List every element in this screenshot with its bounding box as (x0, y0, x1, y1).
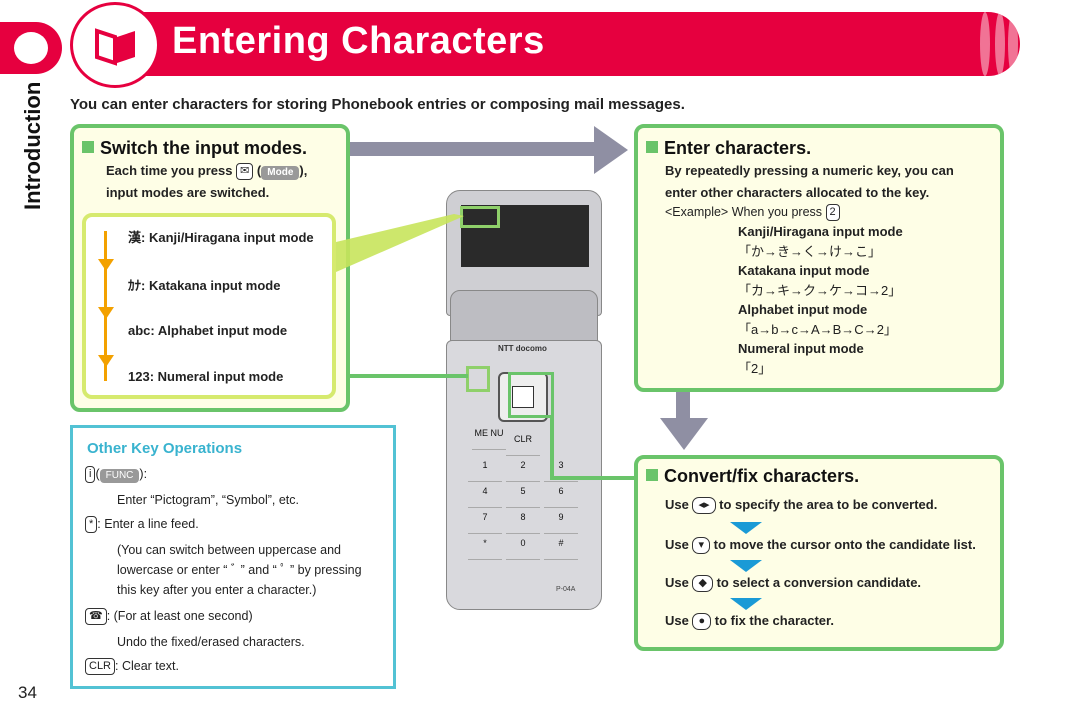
clr-line: CLR: Clear text. (85, 656, 179, 676)
convert-step: Use ▾ to move the cursor onto the candid… (665, 537, 976, 554)
step-arrow-icon (730, 522, 762, 534)
example-line: <Example> When you press 2 (665, 204, 840, 221)
page-title: Entering Characters (172, 20, 545, 62)
mail-key-icon: ✉ (236, 163, 254, 180)
mode-arrow-icon (98, 259, 114, 271)
enter-panel-desc: By repeatedly pressing a numeric key, yo… (665, 163, 954, 200)
open-book-icon (95, 28, 135, 66)
convert-step: Use ● to fix the character. (665, 613, 834, 630)
header-bar (100, 12, 1020, 76)
func-softkey: FUNC (99, 469, 140, 483)
convert-step: Use ◆ to select a conversion candidate. (665, 575, 922, 592)
phone-illustration: NTT docomo ME NU CLR 1 2 3 4 5 6 7 8 9 *… (446, 190, 602, 610)
key-star: * (468, 538, 502, 560)
step-arrow-icon (730, 560, 762, 572)
key-9: 9 (544, 512, 578, 534)
call-key-icon: ☎ (85, 608, 107, 625)
connector-line (550, 476, 636, 480)
dpad-leftright-icon: ◂▸ (692, 497, 716, 514)
other-ops-title: Other Key Operations (87, 440, 243, 457)
star-note: this key after you enter a character.) (117, 583, 317, 597)
page-number: 34 (18, 683, 37, 702)
switch-panel-title: Switch the input modes. (82, 138, 307, 159)
i-appli-key-icon: i (85, 466, 96, 483)
center-key (512, 386, 534, 408)
example-list: Kanji/Hiragana input mode 「か→き→く→け→こ」 Ka… (738, 224, 903, 376)
key-6: 6 (544, 486, 578, 508)
star-note: lowercase or enter “ ﾞ ” and “ ﾟ ” by pr… (117, 563, 362, 577)
bullet-square-icon (82, 141, 94, 153)
chapter-tab (0, 22, 62, 74)
key-0: 0 (506, 538, 540, 560)
menu-key: ME NU (472, 428, 506, 450)
key-1: 1 (468, 460, 502, 482)
key-5: 5 (506, 486, 540, 508)
mode-item: ｶﾅ: Katakana input mode (128, 278, 281, 293)
step-arrow-icon (730, 598, 762, 610)
phone-screen (461, 205, 589, 267)
dpad-all-icon: ◆ (692, 575, 713, 592)
key-7: 7 (468, 512, 502, 534)
mail-key-highlight (466, 366, 490, 392)
phone-model: P-04A (556, 586, 576, 593)
convert-step: Use ◂▸ to specify the area to be convert… (665, 497, 938, 514)
key-8: 8 (506, 512, 540, 534)
dpad-down-icon: ▾ (692, 537, 711, 554)
enter-panel-title: Enter characters. (646, 138, 811, 159)
star-key-icon: * (85, 516, 98, 533)
clear-line: ☎: (For at least one second) (85, 606, 253, 626)
mode-cycle-line (104, 231, 107, 381)
mode-softkey: Mode (261, 166, 300, 180)
mode-item: abc: Alphabet input mode (128, 323, 288, 338)
modes-box: 漢: Kanji/Hiragana input mode ｶﾅ: Katakan… (82, 213, 336, 399)
func-line: i(FUNC): (85, 464, 147, 484)
clr-key-icon: CLR (85, 658, 116, 675)
key-3: 3 (544, 460, 578, 482)
mode-item: 漢: Kanji/Hiragana input mode (128, 230, 314, 245)
connector-line (350, 374, 468, 378)
mode-softkey-highlight (460, 206, 500, 228)
bullet-square-icon (646, 469, 658, 481)
other-key-operations: Other Key Operations i(FUNC): Enter “Pic… (70, 425, 396, 689)
star-line: *: Enter a line feed. (85, 514, 199, 534)
enter-characters-panel (634, 124, 1004, 392)
flow-arrow-right-head (594, 126, 628, 174)
book-icon (14, 32, 48, 64)
key-2: 2 (506, 460, 540, 482)
star-note: (You can switch between uppercase and (117, 543, 341, 557)
mode-item: 123: Numeral input mode (128, 369, 284, 384)
func-desc: Enter “Pictogram”, “Symbol”, etc. (117, 493, 299, 507)
center-key-icon: ● (692, 613, 712, 630)
side-label: Introduction (20, 81, 45, 210)
key-2-icon: 2 (825, 204, 840, 221)
flow-arrow-right (350, 142, 610, 156)
clr-key: CLR (506, 434, 540, 456)
intro-text: You can enter characters for storing Pho… (70, 96, 685, 113)
key-4: 4 (468, 486, 502, 508)
switch-panel-desc: Each time you press ✉ (Mode), input mode… (106, 163, 308, 200)
connector-line (550, 418, 554, 478)
bullet-square-icon (646, 141, 658, 153)
clear-desc: Undo the fixed/erased characters. (117, 635, 305, 649)
mode-arrow-icon (98, 355, 114, 367)
flow-arrow-down-head (660, 418, 708, 450)
connector-wedge (336, 214, 464, 272)
dpad-highlight (508, 372, 554, 418)
key-hash: # (544, 538, 578, 560)
mode-arrow-icon (98, 307, 114, 319)
header-badge (70, 2, 160, 88)
phone-brand: NTT docomo (498, 344, 547, 353)
convert-panel-title: Convert/fix characters. (646, 466, 859, 487)
